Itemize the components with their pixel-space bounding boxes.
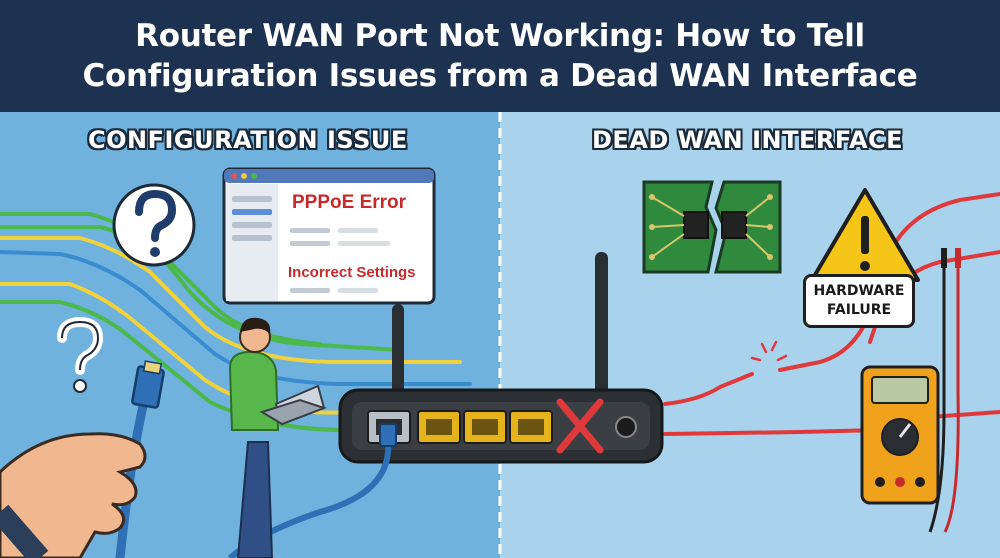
badge-line-2: FAILURE xyxy=(826,302,892,318)
ethernet-cable-icon xyxy=(115,360,165,558)
incorrect-settings-text: Incorrect Settings xyxy=(288,264,416,281)
left-panel-title: CONFIGURATION ISSUE xyxy=(88,126,408,154)
hardware-failure-badge: HARDWARE FAILURE xyxy=(803,274,915,328)
lan-port-1 xyxy=(417,410,461,444)
illustration-canvas xyxy=(0,112,1000,558)
broken-wire-spark xyxy=(750,340,788,362)
question-mark-icon xyxy=(57,316,104,393)
router xyxy=(338,388,664,464)
multimeter-icon xyxy=(860,365,940,505)
settings-window xyxy=(222,167,436,305)
power-jack xyxy=(615,416,637,438)
multimeter-probes xyxy=(928,262,960,533)
person-with-laptop xyxy=(228,317,327,558)
lan-port-3 xyxy=(509,410,553,444)
laptop-icon xyxy=(259,384,327,426)
question-mark-icon xyxy=(112,183,196,267)
lan-port-2 xyxy=(463,410,507,444)
header-banner: Router WAN Port Not Working: How to Tell… xyxy=(0,0,1000,112)
pppoe-error-text: PPPoE Error xyxy=(292,192,407,213)
badge-line-1: HARDWARE xyxy=(813,283,905,299)
circuit-board-icon xyxy=(642,180,782,274)
router-antenna-right xyxy=(595,252,608,406)
illustration: CONFIGURATION ISSUE DEAD WAN INTERFACE P… xyxy=(0,112,1000,558)
x-mark-icon xyxy=(556,398,604,454)
router-antenna-left xyxy=(392,304,404,406)
headline-line-1: Router WAN Port Not Working: How to Tell xyxy=(135,18,865,54)
headline-line-2: Configuration Issues from a Dead WAN Int… xyxy=(82,58,918,94)
right-panel-title: DEAD WAN INTERFACE xyxy=(592,126,904,154)
hand xyxy=(0,432,147,558)
